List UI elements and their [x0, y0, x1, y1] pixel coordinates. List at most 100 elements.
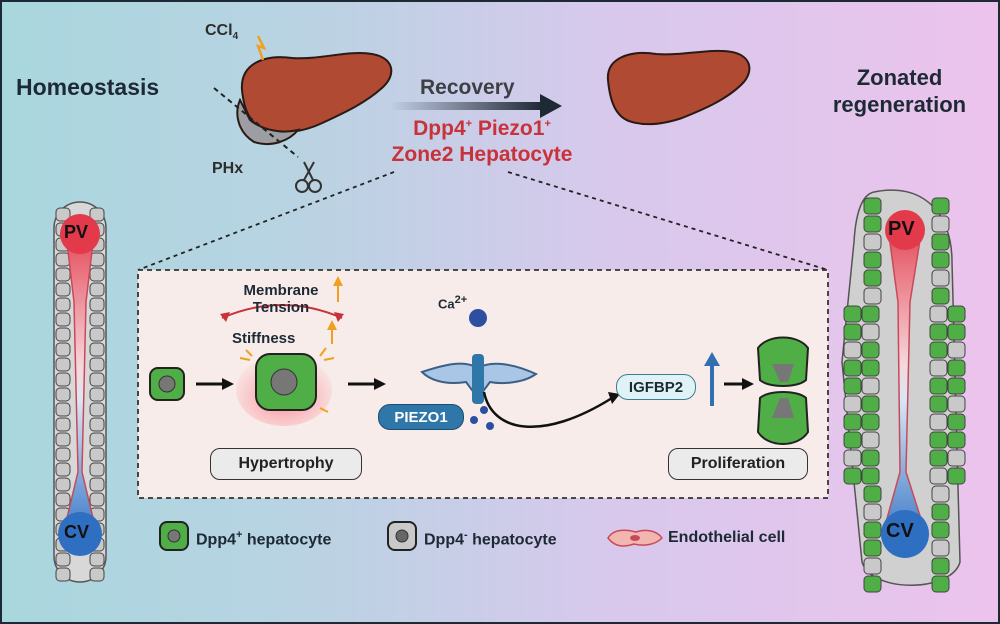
hepatocyte-cell: [55, 282, 71, 297]
hepatocyte-cell: [931, 197, 950, 215]
hepatocyte-cell: [89, 552, 105, 567]
hepatocyte-cell: [861, 395, 880, 413]
liver-recovered-icon: [606, 49, 751, 126]
hepatocyte-cell: [929, 431, 948, 449]
dividing-hepatocyte-icon: [756, 336, 810, 445]
hepatocyte-cell: [863, 485, 882, 503]
arrow-1: [196, 378, 234, 390]
hepatocyte-cell: [929, 341, 948, 359]
hepatocyte-cell: [863, 557, 882, 575]
zoom-line-right: [507, 171, 829, 271]
hepatocyte-cell: [55, 387, 71, 402]
hepatocyte-cell: [861, 467, 880, 485]
hepatocyte-cell: [55, 417, 71, 432]
hepatocyte-cell: [929, 359, 948, 377]
legend-dpp4-negative-label: Dpp4- hepatocyte: [424, 529, 557, 549]
hepatocyte-cell: [89, 417, 105, 432]
hepatocyte-cell: [931, 557, 950, 575]
hepatocyte-cell: [861, 305, 880, 323]
hepatocyte-cell: [89, 282, 105, 297]
legend-endothelial-label: Endothelial cell: [668, 529, 786, 546]
hepatocyte-cell: [947, 323, 966, 341]
hepatocyte-cell: [89, 492, 105, 507]
hepatocyte-cell: [863, 503, 882, 521]
hepatocyte-hypertrophy-icon: [236, 347, 335, 426]
hepatocyte-cell: [89, 387, 105, 402]
hepatocyte-cell: [931, 251, 950, 269]
hepatocyte-cell: [843, 449, 862, 467]
hepatocyte-cell: [929, 395, 948, 413]
hepatocyte-cell: [947, 395, 966, 413]
hepatocyte-cell: [861, 341, 880, 359]
zoom-line-left: [137, 171, 395, 271]
arrow-2: [348, 378, 386, 390]
hepatocyte-cell: [931, 269, 950, 287]
zonated-regeneration-title: Zonated regeneration: [832, 65, 967, 117]
hepatocyte-cell: [861, 359, 880, 377]
hepatocyte-cell: [843, 377, 862, 395]
tension-arrow: [221, 304, 343, 319]
hepatocyte-small-icon: [149, 367, 185, 401]
hepatocyte-cell: [89, 447, 105, 462]
hepatocyte-cell: [861, 323, 880, 341]
hypertrophy-tag: Hypertrophy: [210, 448, 362, 480]
hepatocyte-cell: [947, 341, 966, 359]
hepatocyte-cell: [89, 402, 105, 417]
hepatocyte-cell: [863, 197, 882, 215]
hepatocyte-cell: [861, 431, 880, 449]
hepatocyte-cell: [55, 327, 71, 342]
hepatocyte-cell: [843, 305, 862, 323]
hepatocyte-cell: [55, 477, 71, 492]
hepatocyte-cell: [89, 327, 105, 342]
hepatocyte-cell: [843, 395, 862, 413]
hepatocyte-cell: [55, 492, 71, 507]
hepatocyte-cell: [929, 305, 948, 323]
legend-dpp4-positive-label: Dpp4+ hepatocyte: [196, 529, 332, 549]
hepatocyte-cell: [929, 323, 948, 341]
hepatocyte-cell: [929, 413, 948, 431]
membrane-label: Membrane: [243, 282, 319, 299]
hepatocyte-cell: [931, 539, 950, 557]
ccl4-label: CCl4: [205, 22, 239, 43]
legend-endothelial-icon: [607, 529, 663, 547]
hepatocyte-cell: [863, 539, 882, 557]
dpp4-piezo1-label: Dpp4+ Piezo1+: [413, 117, 551, 140]
hepatocyte-cell: [55, 372, 71, 387]
cv-label-right: CV: [886, 520, 914, 542]
legend-dpp4-positive-icon: [159, 521, 189, 551]
cv-label-left: CV: [64, 522, 90, 542]
hepatocyte-cell: [931, 215, 950, 233]
igfbp2-badge: IGFBP2: [616, 374, 696, 400]
igfbp2-up-arrow: [704, 352, 720, 406]
scissors-icon: [295, 161, 322, 193]
pv-label-left: PV: [64, 222, 89, 242]
hepatocyte-cell: [861, 449, 880, 467]
hepatocyte-cell: [89, 477, 105, 492]
hepatocyte-cell: [843, 341, 862, 359]
hepatocyte-cell: [863, 521, 882, 539]
hepatocyte-cell: [55, 207, 71, 222]
tension-label: Tension: [252, 299, 310, 316]
hepatocyte-cell: [843, 431, 862, 449]
piezo1-channel-icon: [420, 309, 620, 430]
hepatocyte-cell: [89, 357, 105, 372]
hepatocyte-cell: [931, 503, 950, 521]
hepatocyte-cell: [89, 297, 105, 312]
hepatocyte-cell: [931, 575, 950, 593]
hepatocyte-cell: [863, 575, 882, 593]
hepatocyte-cell: [89, 567, 105, 582]
hepatocyte-cell: [55, 552, 71, 567]
hepatocyte-cell: [947, 467, 966, 485]
hepatocyte-cell: [861, 413, 880, 431]
hepatocyte-cell: [55, 567, 71, 582]
hepatocyte-cell: [843, 467, 862, 485]
hepatocyte-cell: [947, 449, 966, 467]
hepatocyte-cell: [931, 233, 950, 251]
hepatocyte-cell: [947, 413, 966, 431]
hepatocyte-cell: [947, 305, 966, 323]
hepatocyte-cell: [55, 402, 71, 417]
legend-dpp4-negative-icon: [387, 521, 417, 551]
recovery-label: Recovery: [420, 76, 515, 99]
hepatocyte-cell: [947, 377, 966, 395]
